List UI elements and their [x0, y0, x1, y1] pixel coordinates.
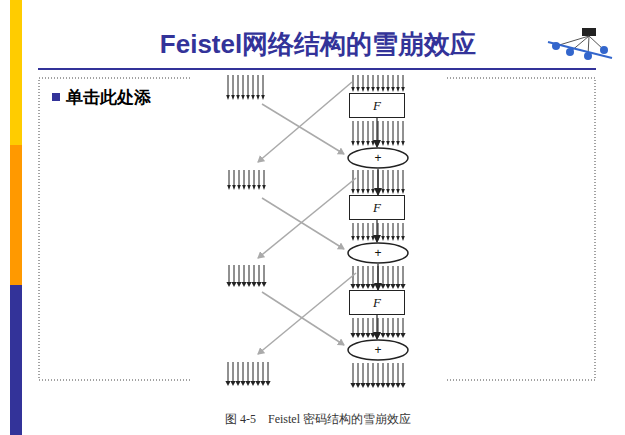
xor-symbol: + [374, 343, 381, 357]
f-function-box: F [349, 93, 405, 118]
xor-ellipse: + [347, 242, 409, 264]
figure-ground [190, 72, 446, 390]
flow-arrow [376, 118, 377, 147]
side-bar [10, 145, 22, 285]
title-rule [38, 68, 596, 70]
flow-arrow [377, 169, 378, 195]
flow-arrow [377, 264, 378, 290]
side-bar [10, 285, 22, 435]
swap-lines [258, 82, 356, 354]
function-label: F [373, 98, 381, 114]
xor-symbol: + [374, 246, 381, 260]
xor-ellipse: + [347, 339, 409, 361]
figure-caption: 图 4-5 Feistel 密码结构的雪崩效应 [225, 411, 411, 428]
slide-title: Feistel网络结构的雪崩效应 [160, 27, 476, 62]
flow-arrow [376, 315, 377, 339]
function-label: F [373, 200, 381, 216]
xor-ellipse: + [347, 147, 409, 169]
f-function-box: F [349, 290, 405, 315]
xor-symbol: + [374, 151, 381, 165]
bullet [52, 93, 60, 101]
side-bar [10, 0, 22, 145]
function-label: F [373, 295, 381, 311]
bullet-text: 单击此处添 [66, 86, 151, 109]
f-function-box: F [349, 195, 405, 220]
flow-arrow [376, 220, 377, 242]
network-icon [548, 28, 612, 60]
